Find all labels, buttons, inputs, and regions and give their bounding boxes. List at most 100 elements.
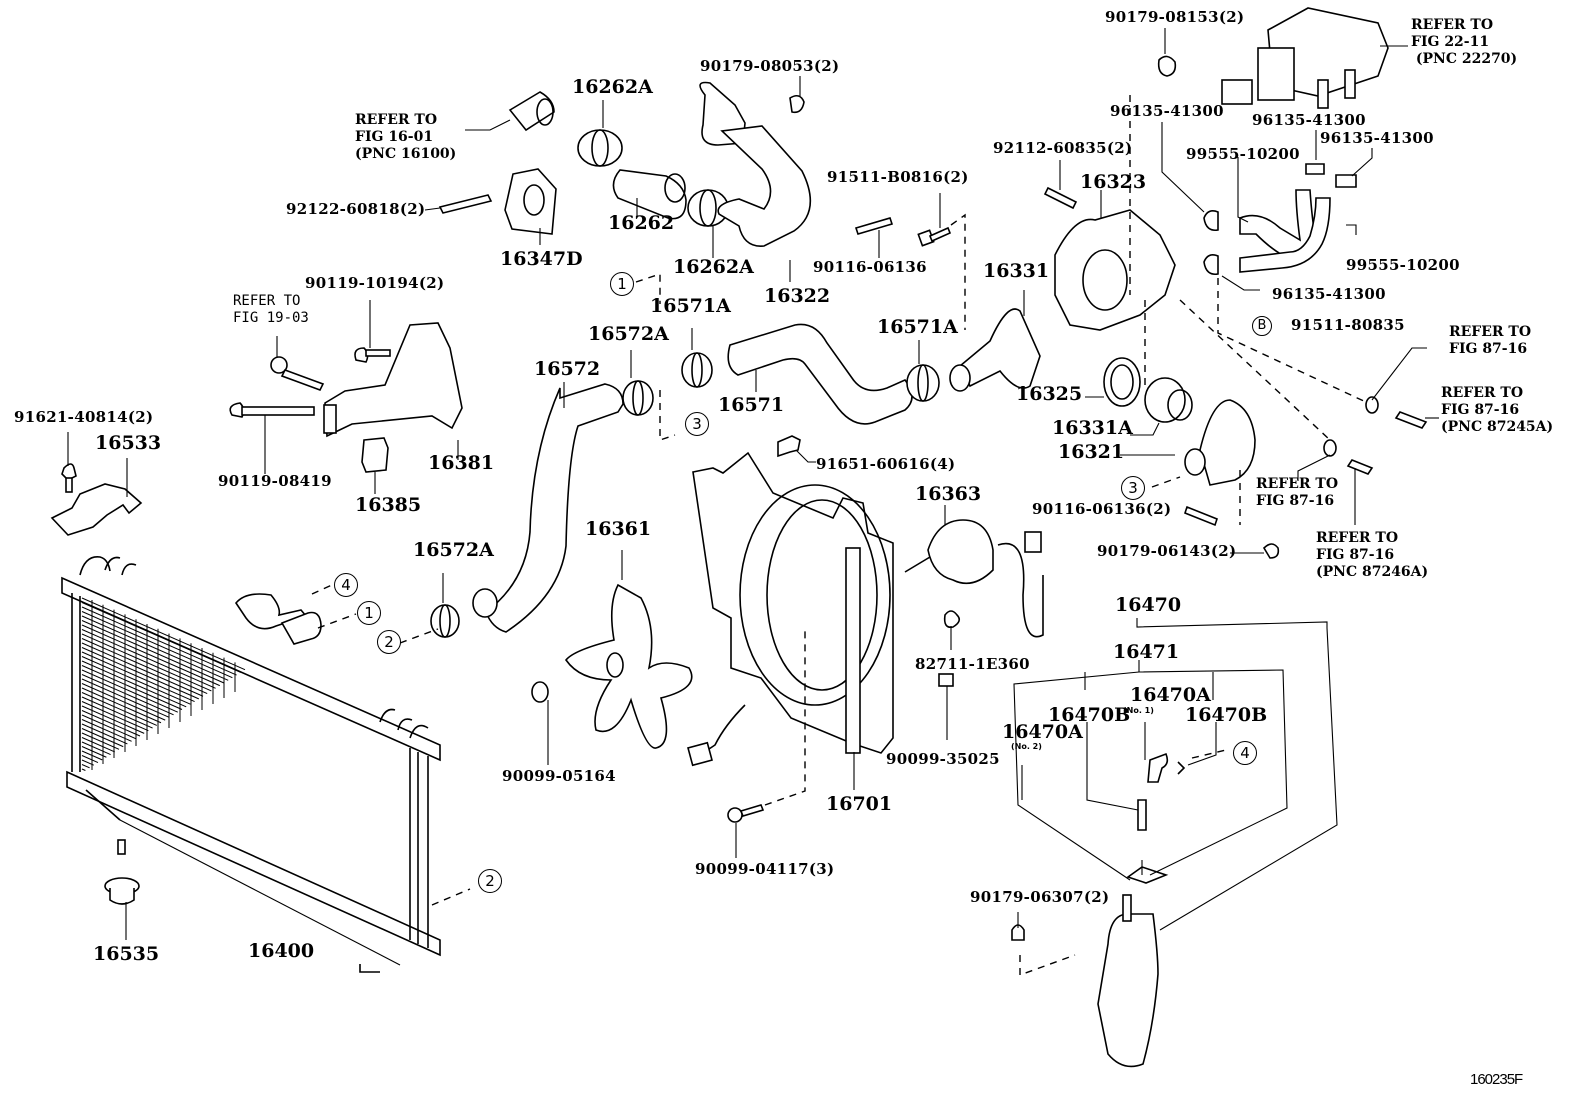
- water-inlet-16321: [1120, 399, 1280, 559]
- water-outlet-16331: [949, 290, 1041, 392]
- fin-line: [81, 696, 153, 729]
- fin-line: [81, 678, 170, 718]
- bracket-16533: [50, 432, 143, 536]
- stud-and-flange: [424, 91, 557, 245]
- callout-4-right: 4: [1233, 741, 1257, 765]
- refer-fig-22-11: REFER TO FIG 22-11 (PNC 22270): [1411, 17, 1518, 67]
- label-90119-08419: 90119-08419: [218, 472, 332, 490]
- fin-line: [81, 701, 149, 732]
- label-90179-08153: 90179-08153(2): [1105, 8, 1245, 26]
- label-16571A-left: 16571A: [650, 295, 731, 317]
- fin-line: [81, 764, 90, 769]
- label-16470A-no2: 16470A: [1002, 721, 1083, 743]
- fin-line: [81, 615, 229, 681]
- label-90099-05164: 90099-05164: [502, 767, 616, 785]
- label-16470A-no1: 16470A: [1130, 684, 1211, 706]
- note-no-2: (No. 2): [1011, 742, 1042, 751]
- fin-line: [81, 606, 237, 676]
- label-90099-35025: 90099-35025: [886, 750, 1000, 768]
- label-91511-B0816: 91511-B0816(2): [827, 168, 969, 186]
- fan-shroud-16701: [687, 435, 894, 858]
- radiator-fins: [81, 597, 246, 771]
- label-16323: 16323: [1080, 171, 1147, 193]
- label-16347D: 16347D: [500, 248, 583, 270]
- label-92122-60818: 92122-60818(2): [286, 200, 426, 218]
- label-16262A-top: 16262A: [572, 76, 653, 98]
- label-16331A: 16331A: [1052, 417, 1133, 439]
- fin-line: [81, 665, 183, 710]
- hose-16262: [577, 100, 729, 258]
- label-16322: 16322: [764, 285, 831, 307]
- radiator-16400: [61, 556, 441, 973]
- label-92112-60835: 92112-60835(2): [993, 139, 1133, 157]
- label-96135-41300-d: 96135-41300: [1272, 285, 1386, 303]
- label-16535: 16535: [93, 943, 160, 965]
- fan-motor-16363: [904, 505, 1044, 740]
- label-16471: 16471: [1113, 641, 1180, 663]
- label-16533: 16533: [95, 432, 162, 454]
- label-16572A-bottom: 16572A: [413, 539, 494, 561]
- label-16331: 16331: [983, 260, 1050, 282]
- fin-line: [81, 660, 187, 708]
- vsv-sensor: [1157, 7, 1408, 109]
- label-90179-08053: 90179-08053(2): [700, 57, 840, 75]
- label-16325: 16325: [1016, 383, 1083, 405]
- assembly-bracket-lines: [1013, 618, 1338, 931]
- label-90116-06136-top: 90116-06136: [813, 258, 927, 276]
- fin-line: [81, 597, 246, 671]
- label-90099-04117: 90099-04117(3): [695, 860, 835, 878]
- refer-fig-19-03: REFER TO FIG 19-03: [233, 293, 309, 326]
- label-90179-06307: 90179-06307(2): [970, 888, 1110, 906]
- label-91651-60616: 91651-60616(4): [816, 455, 956, 473]
- label-16571A-right: 16571A: [877, 316, 958, 338]
- note-no-1: (No. 1): [1123, 706, 1154, 715]
- label-90119-10194: 90119-10194(2): [305, 274, 445, 292]
- vacuum-hoses-99555: [1161, 122, 1373, 291]
- label-16470B-left: 16470B: [1048, 704, 1131, 726]
- callout-2-bottom: 2: [478, 869, 502, 893]
- figure-code: 160235F: [1470, 1071, 1523, 1088]
- callout-3-right: 3: [1121, 476, 1145, 500]
- water-pipe-16322: [699, 76, 952, 282]
- label-82711-1E360: 82711-1E360: [915, 655, 1030, 673]
- label-16400: 16400: [248, 940, 315, 962]
- fin-line: [81, 620, 225, 684]
- label-99555-10200-b: 99555-10200: [1346, 256, 1460, 274]
- callout-1-radiator: 1: [357, 601, 381, 625]
- fin-line: [81, 687, 162, 724]
- fin-line: [81, 692, 158, 726]
- fin-line: [81, 674, 174, 716]
- label-16571: 16571: [718, 394, 785, 416]
- label-16470B-right: 16470B: [1185, 704, 1268, 726]
- fin-line: [81, 746, 107, 758]
- label-99555-10200-a: 99555-10200: [1186, 145, 1300, 163]
- refer-fig-87-16-a: REFER TO FIG 87-16: [1449, 324, 1532, 357]
- fin-line: [81, 723, 128, 745]
- label-91621-40814: 91621-40814(2): [14, 408, 154, 426]
- fin-line: [81, 642, 204, 697]
- fin-line: [81, 768, 86, 771]
- fan-16361: [565, 550, 693, 749]
- fin-line: [81, 714, 137, 740]
- label-16381: 16381: [428, 452, 495, 474]
- hose-16571: [681, 323, 940, 425]
- fin-line: [81, 755, 99, 763]
- fin-line: [81, 705, 145, 734]
- reservoir-16470: [1011, 752, 1186, 1068]
- refer-fig-87-16-d: REFER TO FIG 87-16 (PNC 87246A): [1316, 530, 1429, 580]
- fin-line: [81, 732, 120, 750]
- refer-pipes-87-16: [1297, 347, 1439, 525]
- label-90116-06136-bottom: 90116-06136(2): [1032, 500, 1172, 518]
- bracket-16381: [229, 300, 463, 494]
- label-16262: 16262: [608, 212, 675, 234]
- callout-2-radiator: 2: [377, 630, 401, 654]
- drain-plug-16535: [104, 877, 140, 940]
- fin-line: [81, 624, 221, 687]
- clip-90099-05164: [531, 681, 549, 765]
- dashed-connection-lines: [311, 95, 1369, 906]
- fin-line: [81, 651, 195, 703]
- label-16321: 16321: [1058, 441, 1125, 463]
- label-16572A-top: 16572A: [588, 323, 669, 345]
- fin-line: [81, 647, 200, 700]
- label-16572: 16572: [534, 358, 601, 380]
